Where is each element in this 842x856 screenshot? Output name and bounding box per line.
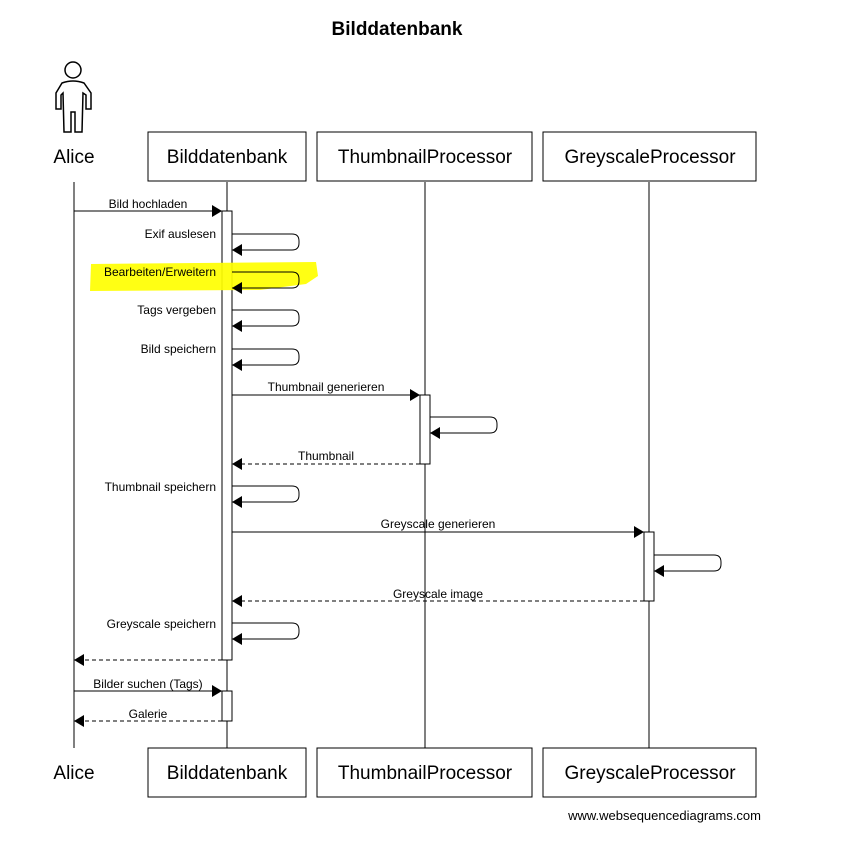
message-label: Thumbnail speichern [105,480,216,494]
alice-label-top: Alice [53,147,94,168]
message-label: Galerie [129,707,168,721]
greyscaleprocessor-activation [643,531,655,602]
message-label: Greyscale generieren [381,517,496,531]
message-label: Exif auslesen [145,227,216,241]
self-message-arrow [232,348,300,371]
bilddatenbank-label-bottom: Bilddatenbank [167,763,288,784]
greyscaleprocessor-box-top [542,131,757,182]
thumbnailprocessor-box-top [316,131,533,182]
bilddatenbank-activation-1 [221,210,233,661]
greyscaleprocessor-label-bottom: GreyscaleProcessor [564,763,736,784]
thumbnailprocessor-box-bottom [316,747,533,798]
message-label: Bild speichern [141,342,216,356]
bilddatenbank-activation-2 [221,690,233,722]
greyscaleprocessor-label-top: GreyscaleProcessor [564,147,736,168]
self-message-arrow [232,271,300,294]
highlight-marker [90,262,318,291]
self-message-arrow [430,416,498,439]
message-label: Greyscale speichern [107,617,216,631]
bilddatenbank-box-top [147,131,307,182]
self-message-arrow [232,622,300,645]
thumbnailprocessor-activation [419,394,431,465]
message-label: Bilder suchen (Tags) [93,677,202,691]
message-label: Thumbnail [298,449,354,463]
self-message-arrow [232,233,300,256]
thumbnailprocessor-label-top: ThumbnailProcessor [338,147,513,168]
message-label: Greyscale image [393,587,483,601]
thumbnailprocessor-label-bottom: ThumbnailProcessor [338,763,513,784]
greyscaleprocessor-box-bottom [542,747,757,798]
bilddatenbank-box-bottom [147,747,307,798]
self-message-arrow [654,554,722,577]
footer-watermark: www.websequencediagrams.com [567,808,761,823]
diagram-title: Bilddatenbank [332,19,463,40]
bilddatenbank-label-top: Bilddatenbank [167,147,288,168]
message-label: Bild hochladen [109,197,188,211]
message-label: Bearbeiten/Erweitern [104,265,216,279]
message-label: Thumbnail generieren [268,380,385,394]
self-message-arrow [232,309,300,332]
alice-label-bottom: Alice [53,763,94,784]
message-label: Tags vergeben [137,303,216,317]
alice-actor-icon-top [55,61,92,133]
self-message-arrow [232,485,300,508]
